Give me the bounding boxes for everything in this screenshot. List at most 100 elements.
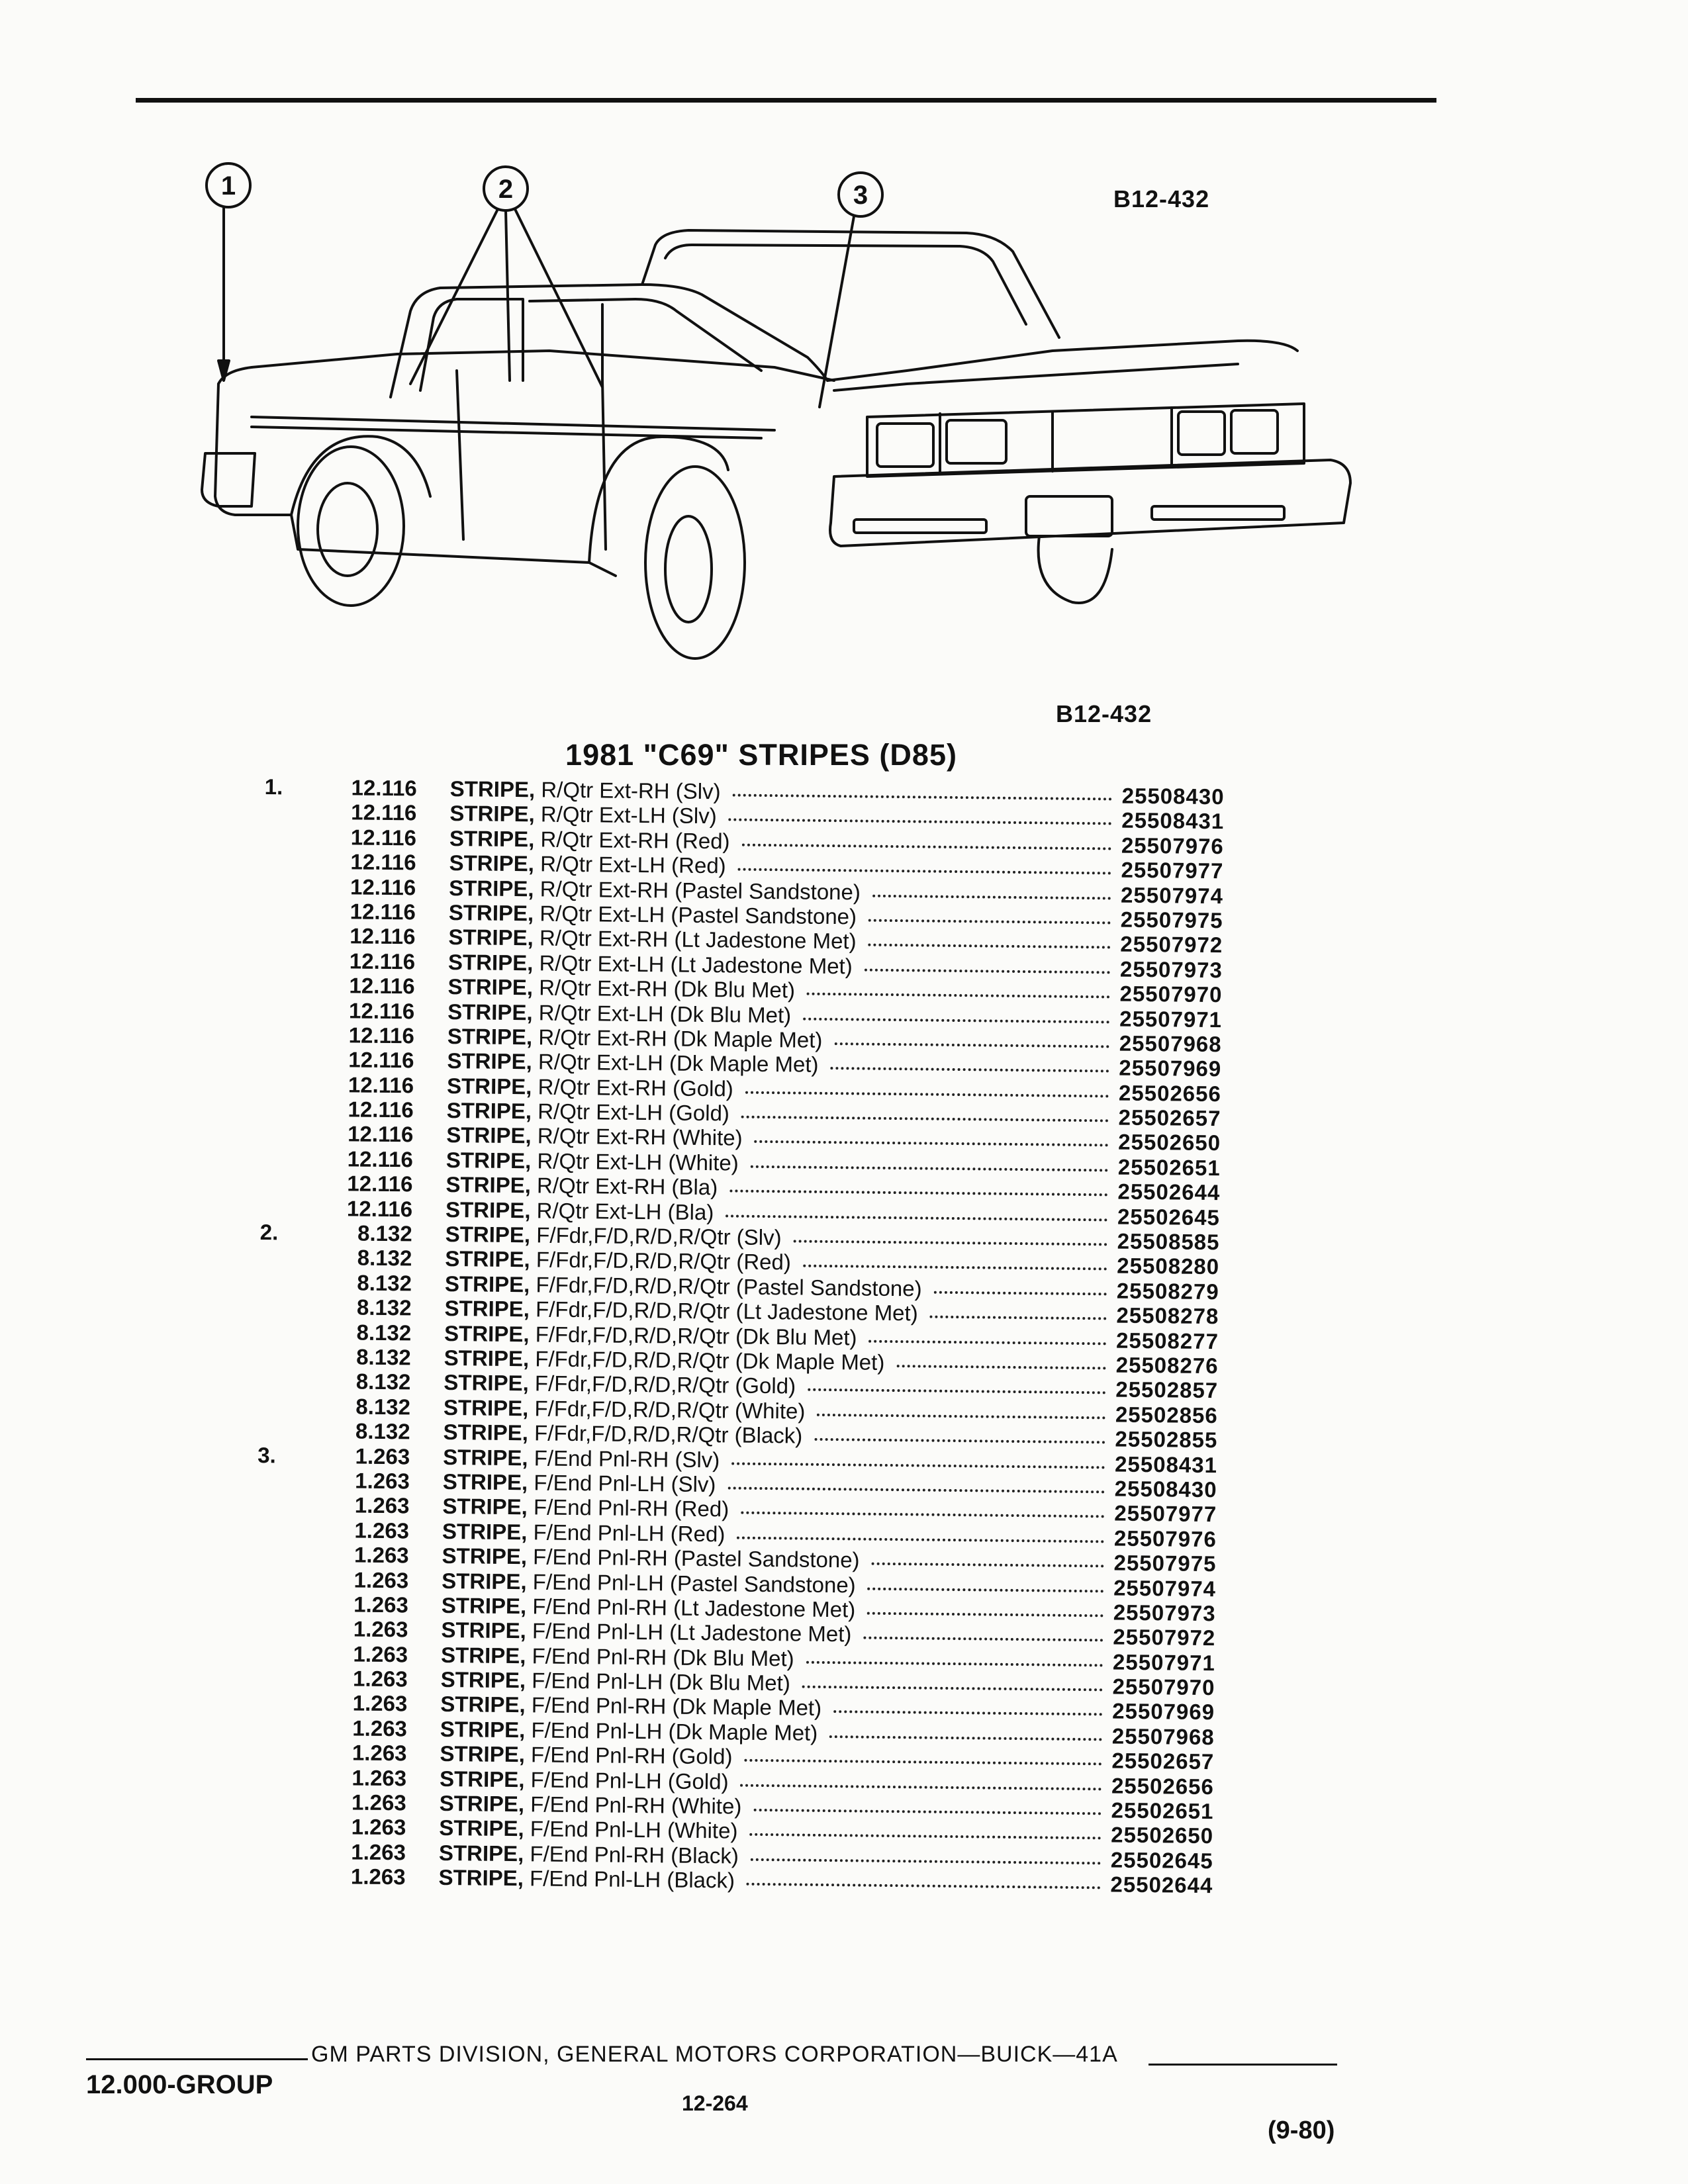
part-spec: F/Fdr,F/D,R/D,R/Qtr (Slv): [536, 1222, 782, 1250]
part-description: STRIPE, F/End Pnl-RH (Red): [442, 1494, 729, 1522]
part-spec: F/End Pnl-RH (White): [530, 1792, 742, 1819]
leader-dots: [814, 1437, 1105, 1444]
part-index: [263, 972, 309, 973]
part-group-code: 1.263: [353, 1542, 409, 1568]
part-name: STRIPE,: [449, 825, 535, 852]
part-spec: F/Fdr,F/D,R/D,R/Qtr (Dk Maple Met): [535, 1346, 885, 1375]
part-spec: R/Qtr Ext-LH (Slv): [540, 801, 717, 829]
callout-1: 1: [221, 171, 236, 201]
leader-dots: [871, 1562, 1104, 1568]
leader-dots: [741, 1511, 1105, 1518]
part-name: STRIPE,: [440, 1741, 526, 1767]
part-number: 25502644: [1110, 1872, 1213, 1898]
leader-dots: [753, 1808, 1102, 1815]
leader-dots: [816, 1413, 1105, 1420]
part-group-code: 1.263: [352, 1740, 407, 1766]
leader-dots: [750, 1165, 1108, 1172]
part-index: [259, 1368, 305, 1369]
leader-dots: [736, 1536, 1104, 1543]
part-description: STRIPE, F/Fdr,F/D,R/D,R/Qtr (Slv): [445, 1222, 782, 1250]
part-group-code: 12.116: [347, 1121, 414, 1147]
part-number: 25507976: [1121, 833, 1224, 859]
leader-dots: [896, 1365, 1106, 1370]
part-number: 25502657: [1118, 1105, 1221, 1131]
part-name: STRIPE,: [445, 1246, 530, 1272]
part-name: STRIPE,: [449, 850, 535, 876]
part-spec: F/Fdr,F/D,R/D,R/Qtr (Dk Blu Met): [535, 1321, 857, 1350]
part-number: 25507972: [1120, 931, 1223, 958]
part-name: STRIPE,: [439, 1766, 525, 1792]
leader-dots: [868, 919, 1111, 925]
part-index: [262, 997, 308, 998]
part-spec: F/End Pnl-LH (Pastel Sandstone): [532, 1569, 856, 1597]
leader-dots: [929, 1315, 1107, 1320]
part-number: 25502857: [1115, 1377, 1219, 1403]
part-group-code: 1.263: [354, 1518, 410, 1543]
leader-dots: [808, 1388, 1106, 1394]
part-spec: R/Qtr Ext-RH (Bla): [536, 1173, 718, 1200]
part-name: STRIPE,: [442, 1543, 528, 1569]
part-description: STRIPE, F/End Pnl-LH (Red): [442, 1519, 726, 1547]
part-name: STRIPE,: [440, 1642, 526, 1668]
leader-dots: [834, 1042, 1109, 1048]
leader-dots: [802, 1685, 1103, 1692]
part-spec: F/End Pnl-LH (Red): [533, 1520, 726, 1547]
part-name: STRIPE,: [442, 1469, 528, 1495]
part-name: STRIPE,: [439, 1815, 524, 1841]
part-group-code: 8.132: [357, 1270, 412, 1296]
part-group-code: 1.263: [355, 1443, 410, 1469]
part-name: STRIPE,: [449, 875, 534, 901]
part-index: [260, 1244, 306, 1245]
part-number: 25507974: [1113, 1575, 1217, 1601]
part-index: [258, 1393, 305, 1394]
leader-dots: [754, 1140, 1109, 1147]
leader-dots: [868, 943, 1111, 949]
part-group-code: 12.116: [350, 874, 416, 900]
part-group-code: 1.263: [353, 1616, 408, 1642]
leader-dots: [737, 868, 1111, 875]
part-index: [263, 898, 310, 899]
part-description: STRIPE, F/End Pnl-RH (Slv): [443, 1444, 720, 1472]
part-group-code: 12.116: [351, 775, 417, 801]
part-spec: F/End Pnl-LH (Dk Maple Met): [531, 1717, 818, 1745]
leader-dots: [933, 1291, 1107, 1296]
part-index: [261, 1096, 308, 1097]
part-index: [259, 1294, 306, 1295]
part-spec: R/Qtr Ext-LH (Red): [539, 851, 726, 878]
part-name: STRIPE,: [449, 776, 536, 802]
part-group-code: 1.263: [350, 1864, 406, 1889]
part-group-code: 1.263: [351, 1814, 406, 1840]
part-number: 25508280: [1117, 1253, 1220, 1279]
leader-dots: [864, 968, 1110, 974]
leader-dots: [749, 1833, 1102, 1840]
leader-dots: [793, 1240, 1107, 1246]
part-index: [259, 1343, 305, 1344]
part-number: 25508279: [1116, 1278, 1219, 1304]
leader-dots: [740, 1784, 1102, 1790]
part-spec: F/End Pnl-RH (Dk Blu Met): [532, 1643, 794, 1671]
part-spec: F/End Pnl-LH (Slv): [534, 1470, 716, 1497]
part-number: 25502651: [1111, 1797, 1214, 1824]
part-spec: F/End Pnl-RH (Pastel Sandstone): [532, 1544, 860, 1572]
part-number: 25502645: [1110, 1847, 1213, 1873]
part-spec: F/End Pnl-RH (Black): [530, 1841, 739, 1868]
car-illustration: 1 2 3: [201, 162, 1352, 660]
part-spec: R/Qtr Ext-RH (Dk Maple Met): [538, 1024, 823, 1052]
part-index: 2.: [259, 1220, 279, 1245]
part-spec: F/End Pnl-LH (White): [530, 1816, 738, 1844]
part-number: 25508276: [1115, 1352, 1219, 1379]
part-description: STRIPE, F/End Pnl-RH (White): [440, 1791, 742, 1819]
figure-code-top: B12-432: [1113, 185, 1210, 212]
leader-dots: [746, 1882, 1101, 1889]
part-number: 25507974: [1120, 882, 1224, 908]
part-spec: F/End Pnl-RH (Red): [533, 1494, 729, 1522]
part-spec: F/End Pnl-LH (Lt Jadestone Met): [532, 1618, 852, 1647]
part-group-code: 12.116: [347, 1171, 413, 1197]
part-name: STRIPE,: [442, 1568, 527, 1594]
part-group-code: 1.263: [352, 1765, 407, 1791]
part-name: STRIPE,: [449, 801, 535, 827]
part-spec: F/Fdr,F/D,R/D,R/Qtr (Gold): [534, 1371, 796, 1398]
part-name: STRIPE,: [445, 1221, 531, 1248]
part-index: [257, 1541, 303, 1542]
